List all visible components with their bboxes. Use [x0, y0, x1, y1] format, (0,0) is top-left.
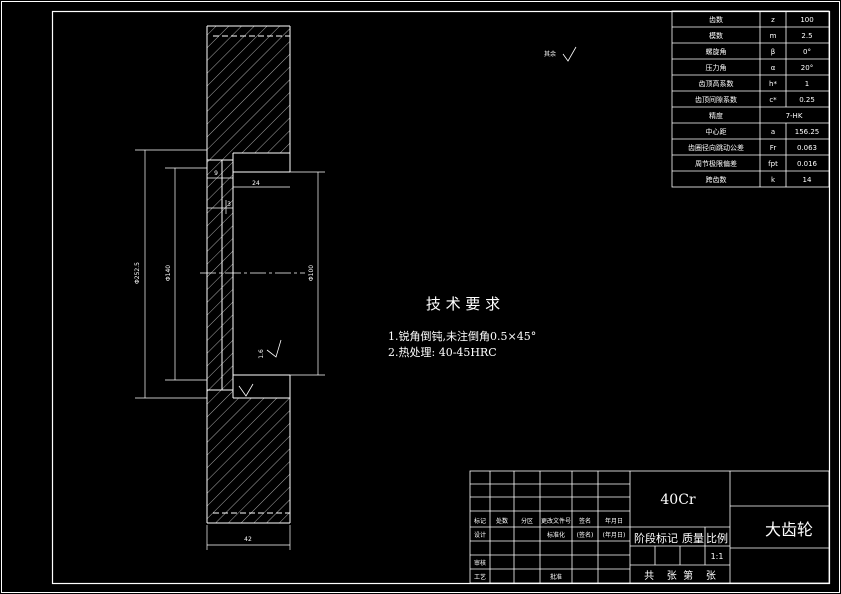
param-name: 跨齿数 — [706, 175, 727, 184]
param-name: 齿圈径向跳动公差 — [688, 143, 744, 152]
tech-requirement-1: 1.锐角倒钝,未注倒角0.5×45° — [388, 329, 536, 343]
param-symbol: k — [771, 176, 776, 184]
tech-requirements-title: 技 术 要 求 — [426, 295, 500, 313]
roughness-note: 其余 — [544, 50, 556, 58]
gear-section — [206, 25, 291, 524]
tech-requirement-2: 2.热处理: 40-45HRC — [388, 346, 497, 359]
param-value: 1 — [805, 80, 809, 88]
param-symbol: β — [771, 48, 775, 56]
material: 40Cr — [660, 492, 696, 508]
param-name: 齿数 — [709, 15, 723, 24]
param-name: 齿顶高系数 — [699, 79, 734, 88]
param-value: 156.25 — [795, 128, 820, 136]
review-label: 审核 — [474, 559, 486, 567]
roughness-symbols — [238, 46, 577, 397]
date-placeholder: (年月日) — [603, 531, 626, 539]
param-value: 0° — [803, 48, 811, 56]
drawing-frame — [51, 10, 831, 585]
dim-42: 42 — [244, 536, 252, 543]
param-value: 0.25 — [799, 96, 815, 104]
dim-diameter-mid: Φ140 — [165, 265, 172, 281]
header-change: 更改文件号 — [541, 517, 571, 525]
dim-3: 3 — [227, 201, 231, 208]
param-symbol: c* — [769, 96, 777, 104]
param-value: 100 — [800, 16, 813, 24]
header-zone: 分区 — [521, 517, 533, 525]
param-name: 中心距 — [706, 127, 727, 136]
param-symbol: Fr — [770, 144, 777, 152]
param-symbol: h* — [769, 80, 777, 88]
param-name: 周节极限偏差 — [695, 159, 737, 168]
param-value: 20° — [801, 64, 813, 72]
param-name: 螺旋角 — [706, 47, 727, 56]
param-name: 齿顶间隙系数 — [695, 95, 737, 104]
param-value: 14 — [803, 176, 812, 184]
standard-label: 标准化 — [547, 531, 565, 539]
dimensions — [135, 149, 325, 550]
param-symbol: a — [771, 128, 775, 136]
param-value: 0.016 — [797, 160, 818, 168]
ratio-label: 比例 — [706, 531, 728, 545]
header-date: 年月日 — [605, 517, 623, 525]
stage-mark-label: 阶段标记 — [634, 531, 678, 545]
dim-diameter-hub: Φ100 — [308, 265, 315, 281]
header-sign: 签名 — [579, 517, 591, 525]
param-name: 模数 — [709, 31, 723, 40]
param-symbol: z — [771, 16, 775, 24]
param-symbol: α — [771, 64, 776, 72]
craft-label: 工艺 — [474, 573, 486, 581]
param-value: 0.063 — [797, 144, 817, 152]
approve-label: 批准 — [550, 573, 562, 581]
title-block — [469, 470, 830, 584]
sheet-count: 共 张 第 张 — [644, 569, 716, 582]
dim-9: 9 — [214, 170, 218, 177]
param-value: 7-HK — [786, 112, 803, 120]
sign-placeholder: (签名) — [577, 531, 594, 539]
param-symbol: m — [770, 32, 777, 40]
dim-diameter-outer: Φ252.5 — [134, 262, 141, 284]
roughness-value: 1.6 — [258, 349, 265, 359]
mass-label: 质量 — [682, 532, 704, 545]
dim-24: 24 — [252, 180, 260, 187]
header-mark: 标记 — [474, 517, 486, 525]
scale-value: 1:1 — [711, 552, 724, 561]
param-name: 压力角 — [706, 63, 727, 72]
table-rows: 齿数 z 100 模数 m 2.5 螺旋角 β 0° 压力角 α 20° 齿顶高系数 h* 1 齿顶间隙系数 c… — [672, 15, 829, 184]
design-label: 设计 — [474, 531, 486, 539]
header-count: 处数 — [496, 517, 508, 525]
param-name: 精度 — [709, 111, 723, 120]
param-value: 2.5 — [801, 32, 812, 40]
param-symbol: fpt — [768, 160, 778, 168]
part-name: 大齿轮 — [765, 520, 813, 539]
